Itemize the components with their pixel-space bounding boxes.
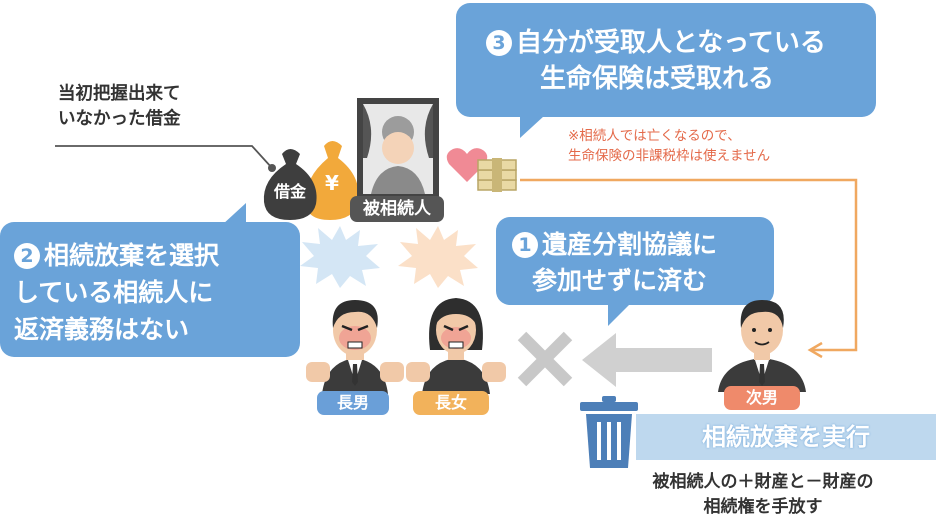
note-line1: ※相続人では亡くなるので、 [568, 128, 741, 144]
debt-callout-line2: いなかった借金 [58, 109, 181, 129]
bubble-2-line3: 返済義務はない [14, 315, 190, 344]
cross-mark-icon [517, 331, 573, 387]
bubble-2-line1: 相続放棄を選択 [44, 241, 220, 270]
number-badge-3: 3 [486, 30, 512, 56]
bubble-2-tail [222, 203, 246, 225]
number-badge-1: 1 [512, 232, 538, 258]
bubble-1-line1: 遺産分割協議に [542, 230, 718, 259]
money-bag-icon: ¥ 借金 [263, 141, 359, 220]
renounce-action-banner: 相続放棄を実行 [636, 414, 936, 460]
bubble-3-line2: 生命保険は受取れる [540, 64, 775, 94]
left-arrow-icon [582, 333, 712, 387]
angry-burst-icon [398, 226, 478, 288]
money-bag-label: 借金 [273, 182, 307, 201]
number-badge-2: 2 [14, 243, 40, 269]
debt-callout-line1: 当初把握出来て [58, 84, 181, 104]
heart-icon [446, 148, 488, 182]
deceased-label: 被相続人 [350, 196, 444, 222]
portrait-icon [357, 98, 439, 200]
bubble-1-tail [608, 304, 630, 326]
eldest-daughter-figure [406, 298, 506, 394]
caption-line2: 相続権を手放す [703, 497, 823, 517]
note-line2: 生命保険の非課税枠は使えません [568, 148, 771, 164]
second-son-figure [718, 300, 806, 392]
bubble-3-line1: 自分が受取人となっている [516, 28, 826, 58]
eldest-daughter-label: 長女 [413, 391, 489, 415]
bubble-3-tail [520, 116, 544, 138]
money-bag-yen: ¥ [325, 171, 339, 195]
unknown-debt-callout: 当初把握出来て いなかった借金 [58, 82, 181, 132]
insurance-note: ※相続人では亡くなるので、 生命保険の非課税枠は使えません [568, 126, 770, 166]
renounce-caption: 被相続人の＋財産と－財産の 相続権を手放す [588, 470, 938, 520]
eldest-son-figure [306, 300, 404, 394]
bubble-2-line2: している相続人に [14, 278, 214, 307]
cash-stack-icon [477, 158, 517, 192]
second-son-label: 次男 [724, 386, 800, 410]
trash-bin-icon [580, 396, 638, 468]
bubble-1-line2: 参加せずに済む [532, 266, 708, 295]
eldest-son-label: 長男 [317, 391, 389, 415]
caption-line1: 被相続人の＋財産と－財産の [652, 472, 874, 492]
angry-burst-icon [300, 226, 380, 288]
